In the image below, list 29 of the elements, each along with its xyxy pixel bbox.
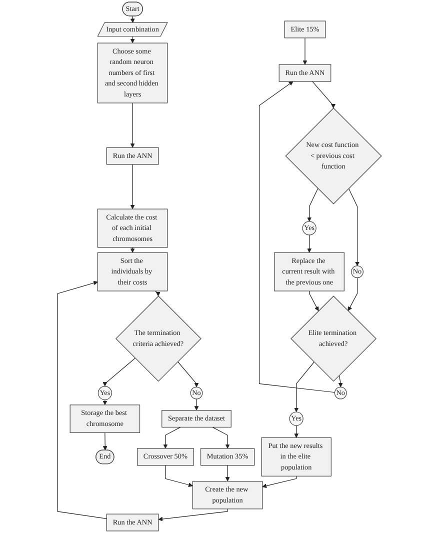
arrow [102, 400, 108, 406]
arrow [130, 16, 135, 23]
arrow [194, 398, 199, 410]
arrow [130, 36, 135, 44]
arrow [348, 188, 360, 266]
arrow [307, 188, 318, 222]
arrow [338, 374, 343, 388]
arrow [158, 508, 228, 522]
arrow [130, 164, 135, 210]
arrow [348, 277, 358, 312]
arrow [102, 432, 108, 450]
arrow [177, 361, 199, 388]
arrow [302, 38, 308, 65]
arrow [307, 234, 312, 253]
arrow [212, 426, 230, 449]
arrow [258, 81, 336, 393]
arrow [294, 425, 299, 438]
arrow [130, 247, 135, 253]
arrow [154, 290, 160, 296]
arrow [102, 358, 136, 386]
arrow [312, 81, 336, 108]
arrow [309, 290, 319, 312]
arrow [262, 476, 297, 488]
arrow [225, 465, 230, 482]
arrow [57, 280, 107, 519]
arrow [163, 426, 181, 449]
arrow [165, 465, 193, 488]
arrow [294, 362, 314, 412]
arrow [130, 102, 135, 148]
